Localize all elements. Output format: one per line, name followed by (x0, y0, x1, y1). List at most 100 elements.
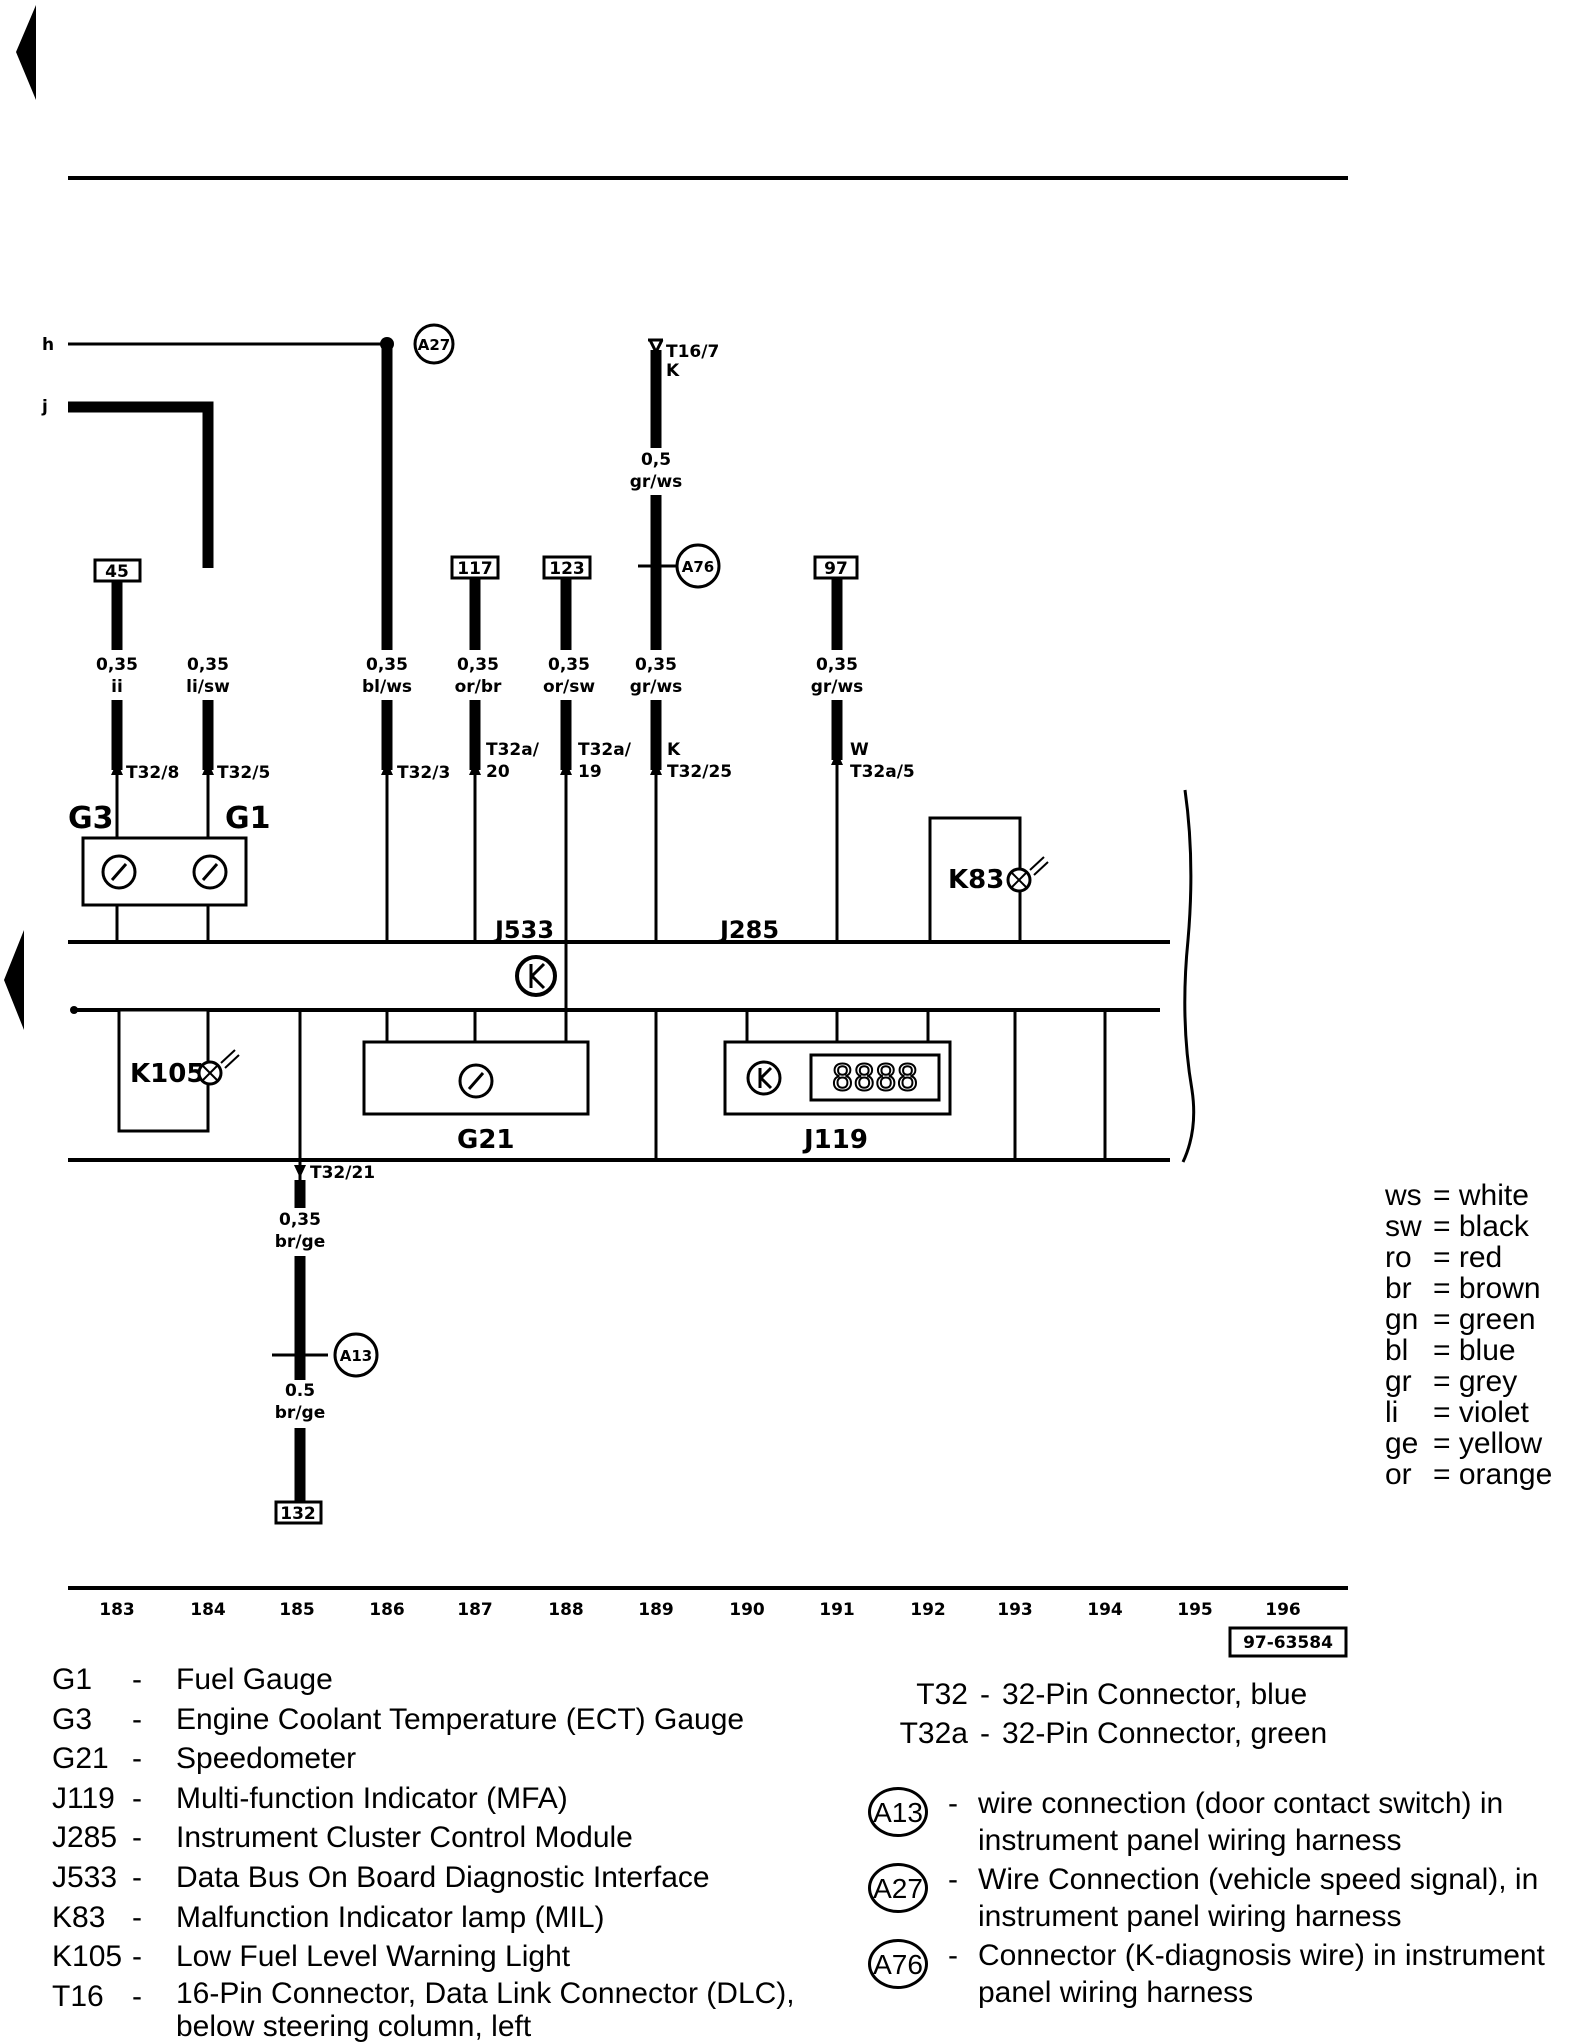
legend-desc: Connector (K-diagnosis wire) in instrume… (978, 1939, 1545, 2009)
legend-code: J119 (52, 1781, 115, 1815)
wire-183-size: 0,35 (96, 655, 138, 675)
pin-arrow-icon (202, 762, 214, 775)
legend-row: J285-Instrument Cluster Control Module (52, 1818, 856, 1858)
legend-row: G1-Fuel Gauge (52, 1660, 856, 1700)
legend-dash: - (132, 1979, 142, 2013)
track-number: 191 (819, 1600, 855, 1620)
wire-187-pin-label-a: T32a/ (486, 740, 540, 760)
color-code-row: ws= white (1385, 1180, 1552, 1211)
j119-label: J119 (802, 1125, 868, 1155)
page-back-arrow-icon[interactable] (16, 5, 36, 100)
legend-dash: - (132, 1900, 142, 1934)
legend-dash: - (948, 1863, 958, 1896)
wire-187-pin-label-b: 20 (486, 762, 510, 782)
legend-desc: 32-Pin Connector, green (1002, 1717, 1328, 1750)
k105-label: K105 (130, 1059, 204, 1089)
pin-arrow-icon (469, 762, 481, 775)
legend-dash: - (132, 1742, 142, 1776)
splice-a27-label: A27 (418, 336, 450, 354)
color-code-row: br= brown (1385, 1273, 1552, 1304)
legend-code: T32 (916, 1678, 968, 1711)
color-code-abbr: gr (1385, 1365, 1412, 1398)
legend-code: T32a (899, 1717, 968, 1750)
splice-a76-circle (675, 543, 721, 589)
wire-191-pin-label-a: W (850, 740, 869, 760)
drawing-id-box (1228, 1626, 1348, 1658)
wire-183-color: ii (111, 677, 123, 697)
wire-185-pin-label: T32/21 (310, 1163, 375, 1183)
k83-box (928, 816, 1022, 944)
color-code-abbr: li (1385, 1396, 1399, 1429)
can-bus-icon (746, 1060, 782, 1096)
legend-row: A27-Wire Connection (vehicle speed signa… (868, 1861, 1578, 1935)
track-number: 189 (638, 1600, 674, 1620)
legend-dash: - (132, 1940, 142, 1974)
legend-dash: - (132, 1702, 142, 1736)
lamp-cross (201, 1064, 219, 1082)
legend-code: J285 (52, 1821, 118, 1855)
lamp-ray (220, 1049, 236, 1064)
legend-code: T16 (52, 1979, 104, 2013)
legend-desc: Wire Connection (vehicle speed signal), … (978, 1863, 1539, 1933)
legend-row: A76-Connector (K-diagnosis wire) in inst… (868, 1937, 1578, 2011)
color-code-row: li = violet (1385, 1397, 1552, 1428)
legend-dash: - (132, 1821, 142, 1855)
color-code-row: gn= green (1385, 1304, 1552, 1335)
wire-191-color: gr/ws (811, 677, 864, 697)
color-code-key: ws= white sw= black ro= red br= brown gn… (1385, 1180, 1552, 1490)
track-number: 185 (279, 1600, 315, 1620)
wire-185b-color: br/ge (275, 1403, 325, 1423)
track-number: 193 (997, 1600, 1033, 1620)
color-code-row: sw= black (1385, 1211, 1552, 1242)
legend-dash: - (132, 1781, 142, 1815)
legend-desc: wire connection (door contact switch) in… (978, 1787, 1504, 1857)
gauge-needle (110, 863, 128, 881)
legend-row: T32a-32-Pin Connector, green (880, 1714, 1328, 1753)
legend-desc: Speedometer (176, 1742, 357, 1776)
legend-row: K105-Low Fuel Level Warning Light (52, 1937, 856, 1977)
legend-row: G21-Speedometer (52, 1739, 856, 1779)
legend-desc: Fuel Gauge (176, 1663, 333, 1696)
connector-t16-pin: K (666, 361, 680, 381)
g21-label: G21 (457, 1125, 515, 1155)
color-code-row: gr= grey (1385, 1366, 1552, 1397)
wire-187-size: 0,35 (457, 655, 499, 675)
color-code-abbr: gn (1385, 1303, 1419, 1336)
legend-row: A13-wire connection (door contact switch… (868, 1785, 1578, 1859)
mfa-display-digits: 8888 (832, 1058, 919, 1099)
connector-legend: T32-32-Pin Connector, blue T32a-32-Pin C… (880, 1675, 1328, 1753)
k83-label: K83 (948, 865, 1004, 895)
legend-row: K83-Malfunction Indicator lamp (MIL) (52, 1898, 856, 1938)
wire-188-size: 0,35 (548, 655, 590, 675)
legend-dash: - (948, 1787, 958, 1820)
color-code-name: = black (1433, 1210, 1529, 1243)
color-code-name: = red (1433, 1241, 1503, 1274)
legend-code: A13 (868, 1787, 928, 1837)
ref-117-text: 117 (457, 559, 493, 579)
wire-188-color: or/sw (543, 677, 595, 697)
pin-arrow-icon (381, 762, 393, 775)
wire-183-pin-label: T32/8 (126, 763, 179, 783)
page-back-arrow-icon[interactable] (4, 930, 24, 1030)
color-code-name: = yellow (1433, 1427, 1543, 1460)
wire-186-size: 0,35 (366, 655, 408, 675)
color-code-name: = white (1433, 1179, 1529, 1212)
legend-desc: 16-Pin Connector, Data Link Connector (D… (176, 1976, 795, 2043)
component-legend: G1-Fuel Gauge G3-Engine Coolant Temperat… (52, 1660, 856, 2043)
track-number: 196 (1265, 1600, 1301, 1620)
ref-132-text: 132 (280, 1504, 316, 1524)
legend-code: K105 (52, 1940, 123, 1974)
j533-label: J533 (493, 916, 554, 944)
legend-desc: Instrument Cluster Control Module (176, 1821, 633, 1855)
track-number: 188 (548, 1600, 584, 1620)
color-code-name: = violet (1433, 1396, 1529, 1429)
legend-desc: Engine Coolant Temperature (ECT) Gauge (176, 1702, 745, 1736)
connector-t16-name: T16/7 (666, 342, 719, 362)
legend-code: G21 (52, 1742, 109, 1776)
wire-188-pin-label-b: 19 (578, 762, 602, 782)
wire-188-pin-label-a: T32a/ (578, 740, 632, 760)
wire-189-top-color: gr/ws (630, 472, 683, 492)
legend-code: K83 (52, 1900, 106, 1934)
legend-dash: - (980, 1717, 990, 1750)
